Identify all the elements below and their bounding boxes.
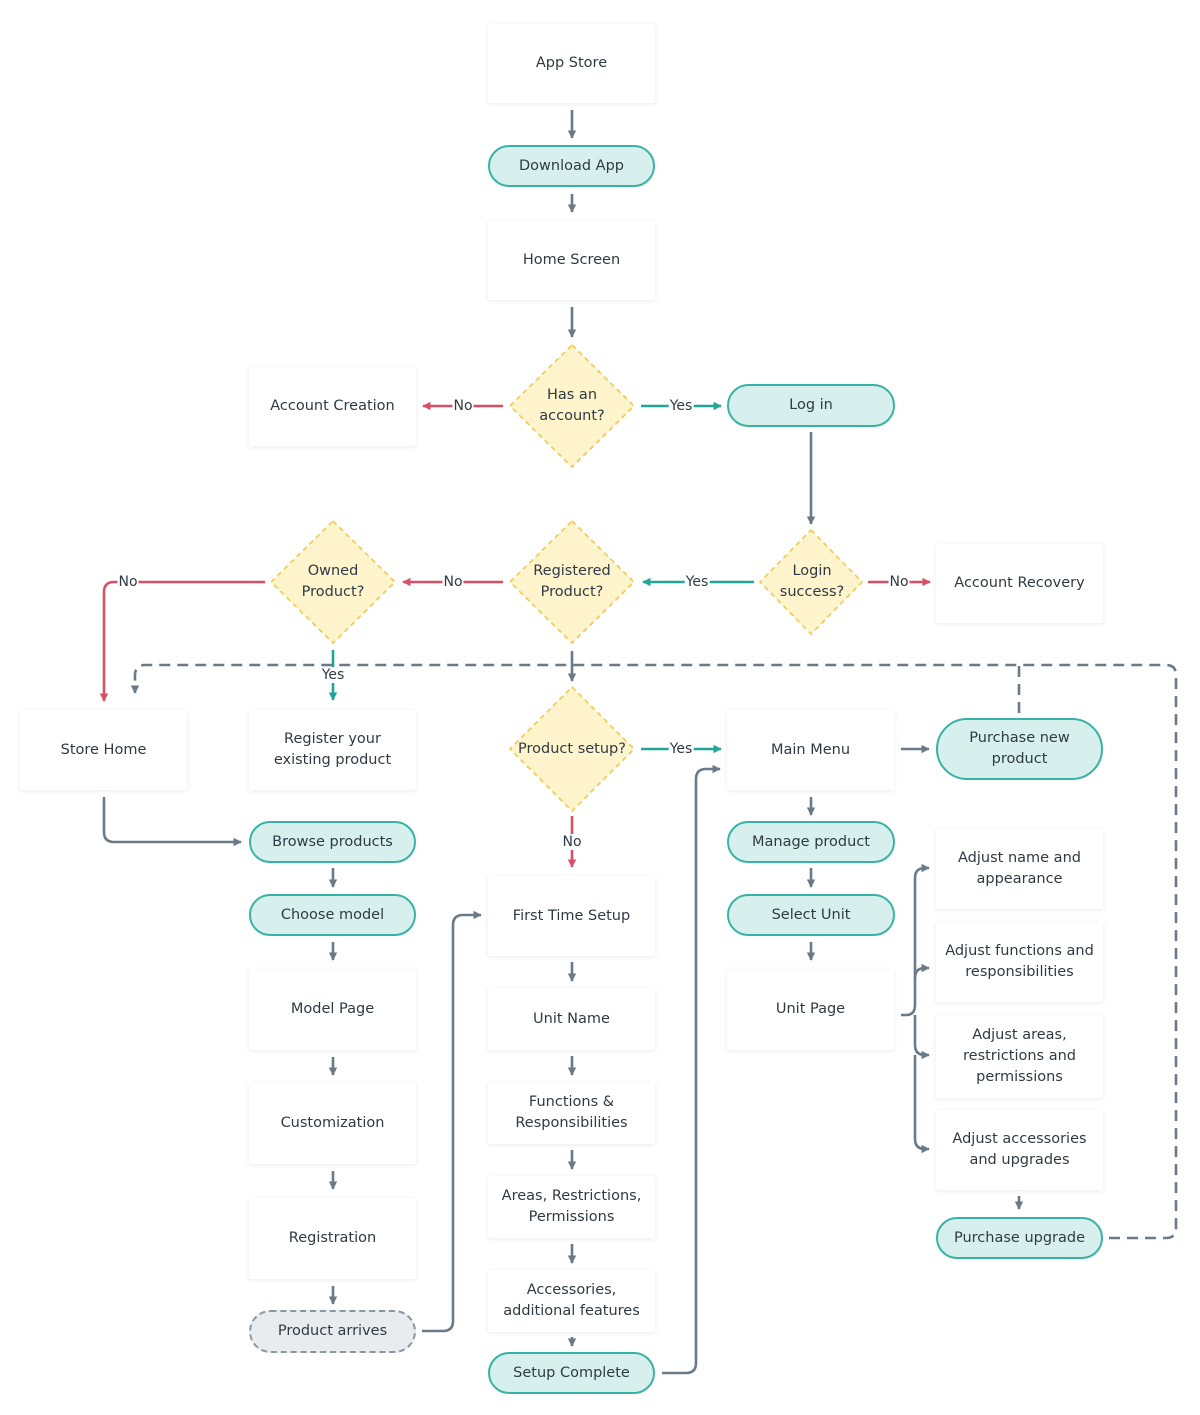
decision-has-account: Has an account? [532,384,612,428]
decision-owned-product-shape [269,519,397,645]
step-purchase-upgrade-label: Purchase upgrade [953,1229,1086,1246]
step-model-page-label: Model Page [290,1001,375,1017]
edge-label-owned-no: No [117,574,139,590]
step-select-unit: Select Unit [727,894,895,936]
step-unit-name-label: Unit Name [533,1010,610,1027]
step-account-creation: Account Creation [249,367,416,446]
step-adjust-functions-label: Adjust functions and responsibilities [945,943,1094,980]
step-first-time-setup-label: First Time Setup [512,907,631,924]
step-unit-page: Unit Page [727,969,894,1050]
decision-product-setup: Product setup? [512,738,632,760]
edge-label-hasaccount-no: No [452,398,474,414]
edge-unitpage-branch [901,863,930,1017]
step-adjust-name: Adjust name and appearance [936,829,1103,909]
decision-registered-product: Registered Product? [526,560,618,604]
decision-has-account-shape [508,343,636,469]
edge-label-registered-no: No [442,574,464,590]
step-setup-complete-label: Setup Complete [513,1364,630,1381]
step-product-arrives-label: Product arrives [277,1323,388,1339]
step-log-in-label: Log in [789,397,833,413]
edge-unitpage-adjustaccessories [913,1055,930,1154]
step-registration: Registration [249,1198,416,1279]
step-browse-products: Browse products [249,821,416,863]
step-account-creation-label: Account Creation [270,398,395,414]
decision-product-setup-shape [508,685,636,813]
edge-purchaseupgrade-storehome [130,663,1178,1240]
step-browse-products-label: Browse products [272,833,393,850]
step-account-recovery: Account Recovery [936,544,1103,623]
step-select-unit-label: Select Unit [771,906,851,923]
step-register-product: Register your existing product [249,710,416,790]
step-adjust-areas: Adjust areas, restrictions and permissio… [936,1015,1103,1098]
step-first-time-setup: First Time Setup [488,876,655,956]
step-purchase-new-product: Purchase new product [936,718,1103,780]
step-customization-label: Customization [280,1115,385,1131]
step-register-product-label: Register your existing product [273,731,392,768]
step-adjust-functions: Adjust functions and responsibilities [936,922,1103,1002]
step-download-app-label: Download App [518,157,624,174]
step-functions-responsibilities: Functions & Responsibilities [488,1082,655,1144]
edge-label-hasaccount-yes: Yes [668,398,694,414]
decision-product-setup-label: Product setup? [518,740,626,757]
step-unit-page-label: Unit Page [775,1001,846,1017]
step-manage-product: Manage product [727,821,895,863]
edge-label-productsetup-no: No [561,834,583,850]
step-adjust-accessories-label: Adjust accessories and upgrades [952,1131,1087,1168]
decision-registered-product-label: Registered Product? [533,563,611,600]
step-app-store: App Store [488,24,655,103]
edge-label-productsetup-yes: Yes [668,741,694,757]
edge-complete-mainmenu [662,764,721,1375]
decision-owned-product-label: Owned Product? [301,563,365,600]
step-account-recovery-label: Account Recovery [954,575,1085,591]
step-store-home-label: Store Home [60,741,147,758]
decision-owned-product: Owned Product? [293,560,373,604]
decision-has-account-label: Has an account? [539,387,605,424]
edge-storehome-browse [102,797,242,847]
edge-label-loginsuccess-yes: Yes [684,574,710,590]
connectors-no [99,401,931,868]
step-home-screen: Home Screen [488,221,655,300]
edge-unitpage-adjustfunctions [913,963,930,979]
step-download-app: Download App [488,145,655,187]
step-functions-responsibilities-label: Functions & Responsibilities [515,1094,628,1131]
step-main-menu: Main Menu [727,710,894,790]
decision-login-success-label: Login success? [779,563,845,600]
decision-login-success: Login success? [776,560,848,604]
step-manage-product-label: Manage product [752,833,870,850]
connectors-grey [102,110,1024,1375]
edge-arrives-firstsetup [422,910,482,1333]
step-adjust-name-label: Adjust name and appearance [958,850,1081,887]
step-store-home: Store Home [20,710,187,790]
decision-registered-product-shape [508,519,636,645]
edge-label-loginsuccess-no: No [888,574,910,590]
decision-login-success-shape [758,528,864,636]
step-model-page: Model Page [249,969,416,1050]
step-main-menu-label: Main Menu [770,741,851,758]
step-setup-complete: Setup Complete [488,1352,655,1394]
step-accessories-features: Accessories, additional features [488,1270,655,1332]
step-choose-model: Choose model [249,894,416,936]
step-unit-name: Unit Name [488,988,655,1050]
step-product-arrives: Product arrives [249,1310,416,1353]
step-adjust-areas-label: Adjust areas, restrictions and permissio… [963,1027,1076,1085]
step-purchase-upgrade: Purchase upgrade [936,1217,1103,1259]
step-areas-restrictions: Areas, Restrictions, Permissions [488,1176,655,1238]
step-log-in: Log in [727,384,895,427]
step-home-screen-label: Home Screen [522,252,621,268]
edge-owned-no [99,580,265,702]
step-adjust-accessories: Adjust accessories and upgrades [936,1110,1103,1190]
edge-label-owned-yes: Yes [320,667,346,683]
decision-shapes [269,343,864,813]
connectors-dashed [130,663,1178,1240]
step-app-store-label: App Store [535,55,608,71]
step-choose-model-label: Choose model [280,906,385,923]
step-registration-label: Registration [288,1230,377,1246]
step-customization: Customization [249,1083,416,1164]
edge-unitpage-adjustareas [913,1015,930,1060]
step-purchase-new-product-label: Purchase new product [969,730,1070,767]
step-areas-restrictions-label: Areas, Restrictions, Permissions [501,1188,642,1225]
step-accessories-features-label: Accessories, additional features [503,1282,640,1319]
